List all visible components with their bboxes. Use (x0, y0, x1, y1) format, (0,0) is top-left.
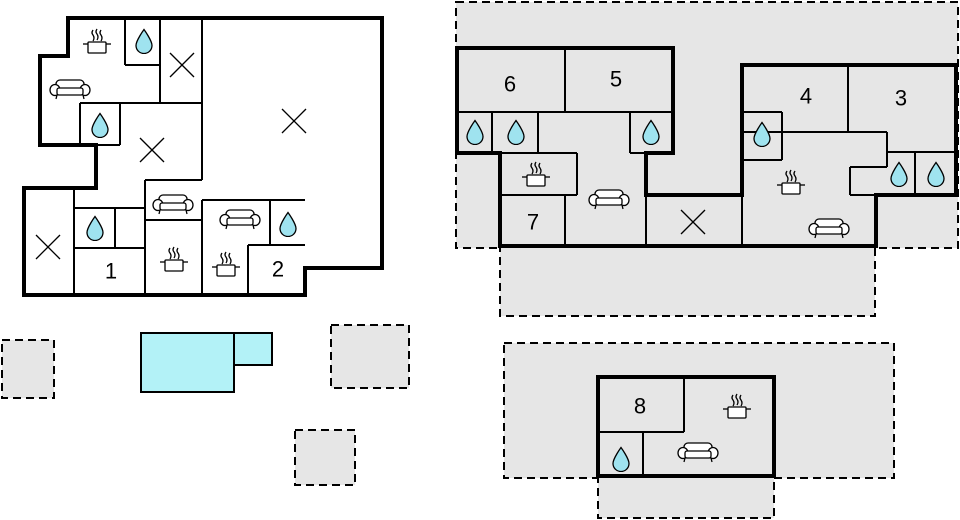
building-a-outline (22, 16, 384, 297)
building-c-outline (596, 375, 776, 478)
pool-main (140, 332, 235, 393)
water-drop-icon (91, 112, 109, 138)
building-c-inner-walls (598, 377, 685, 476)
outdoor-zone-bottom (499, 245, 876, 317)
sofa-icon (49, 79, 91, 100)
water-drop-icon (86, 215, 104, 241)
cross-mark-icon (139, 137, 165, 163)
sofa-icon (219, 209, 261, 230)
pool (140, 332, 273, 393)
outdoor-zone-mid (330, 324, 410, 389)
pool-step (233, 332, 273, 366)
room-numbers: 1 2 3 4 5 6 7 8 (105, 67, 907, 419)
water-drop-icon (279, 211, 297, 237)
cooking-pot-icon (159, 246, 189, 272)
building-c (596, 375, 776, 478)
room-label-3: 3 (895, 86, 907, 111)
room-label-1: 1 (105, 259, 117, 284)
outdoor-zone-mid-small (294, 429, 356, 486)
cross-mark-icon (281, 108, 307, 134)
outdoor-zone-under-8 (597, 475, 775, 519)
building-a (22, 16, 384, 297)
room-label-6: 6 (504, 72, 516, 97)
building-a-inner-walls (73, 18, 305, 295)
building-b (455, 46, 958, 248)
sofa-icon (152, 194, 194, 215)
cross-mark-icon (169, 52, 195, 78)
room-label-7: 7 (527, 210, 539, 235)
water-drop-icon (135, 28, 153, 54)
room-label-4: 4 (800, 84, 812, 109)
outdoor-zone-left-small (1, 339, 55, 399)
room-label-8: 8 (634, 394, 646, 419)
cross-mark-icon (35, 234, 61, 260)
cooking-pot-icon (211, 251, 241, 277)
cooking-pot-icon (82, 28, 112, 54)
building-b-outline (455, 46, 958, 248)
room-label-5: 5 (610, 67, 622, 92)
room-label-2: 2 (272, 257, 284, 282)
